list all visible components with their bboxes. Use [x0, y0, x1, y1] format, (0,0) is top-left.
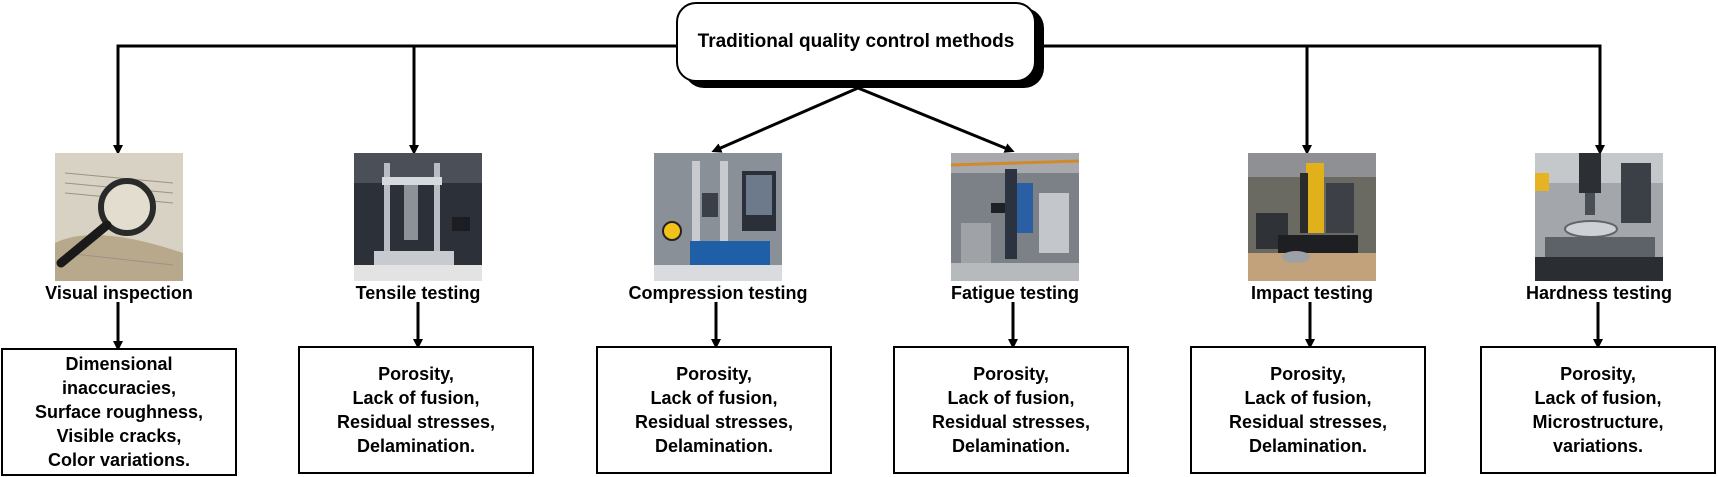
detail-line: Surface roughness,: [34, 402, 204, 422]
detail-line: Residual stresses,: [931, 412, 1091, 432]
detail-line: Porosity,: [973, 364, 1049, 384]
connector-to-compression: [711, 86, 859, 153]
detail-line: Lack of fusion,: [947, 388, 1075, 408]
tensile-testing-image: [354, 153, 482, 281]
detail-box-impact-testing: Porosity, Lack of fusion, Residual stres…: [1190, 346, 1426, 474]
detail-line: Lack of fusion,: [1244, 388, 1372, 408]
detail-line: Lack of fusion,: [352, 388, 480, 408]
connector-left-bus: [113, 44, 676, 155]
method-title: Compression testing: [628, 283, 808, 303]
detail-box-fatigue-testing: Porosity, Lack of fusion, Residual stres…: [893, 346, 1129, 474]
connector-to-fatigue: [857, 86, 1015, 153]
detail-line: Dimensional: [65, 354, 173, 374]
method-node-fatigue-testing: Fatigue testing: [895, 153, 1135, 304]
detail-line: Color variations.: [47, 450, 190, 470]
detail-line: Delamination.: [951, 436, 1071, 456]
method-node-impact-testing: Impact testing: [1192, 153, 1432, 304]
impact-testing-image: [1248, 153, 1376, 281]
method-node-tensile-testing: Tensile testing: [298, 153, 538, 304]
method-title: Tensile testing: [355, 283, 481, 303]
fatigue-testing-image: [951, 153, 1079, 281]
method-title: Hardness testing: [1525, 283, 1673, 303]
detail-line: variations.: [1552, 436, 1644, 456]
detail-line: Residual stresses,: [336, 412, 496, 432]
detail-box-hardness-testing: Porosity, Lack of fusion, Microstructure…: [1480, 346, 1716, 474]
detail-line: Lack of fusion,: [650, 388, 778, 408]
root-label: Traditional quality control methods: [697, 31, 1015, 52]
detail-line: Porosity,: [676, 364, 752, 384]
detail-box-tensile-testing: Porosity, Lack of fusion, Residual stres…: [298, 346, 534, 474]
detail-line: Lack of fusion,: [1534, 388, 1662, 408]
compression-testing-image: [654, 153, 782, 281]
detail-line: Residual stresses,: [634, 412, 794, 432]
detail-line: Porosity,: [1560, 364, 1636, 384]
method-node-hardness-testing: Hardness testing: [1479, 153, 1718, 304]
detail-line: inaccuracies,: [61, 378, 177, 398]
detail-line: Microstructure,: [1532, 412, 1664, 432]
method-node-visual-inspection: Visual inspection: [0, 153, 239, 304]
detail-line: Delamination.: [1248, 436, 1368, 456]
detail-line: Delamination.: [356, 436, 476, 456]
detail-line: Porosity,: [378, 364, 454, 384]
detail-line: Residual stresses,: [1228, 412, 1388, 432]
method-title: Fatigue testing: [950, 283, 1079, 303]
method-title: Impact testing: [1250, 283, 1374, 303]
detail-line: Porosity,: [1270, 364, 1346, 384]
detail-box-visual-inspection: Dimensional inaccuracies, Surface roughn…: [1, 348, 237, 476]
connector-right-bus: [1036, 44, 1605, 155]
hardness-testing-image: [1535, 153, 1663, 281]
visual-inspection-image: [55, 153, 183, 281]
detail-line: Visible cracks,: [56, 426, 182, 446]
method-node-compression-testing: Compression testing: [598, 153, 838, 304]
root-node: Traditional quality control methods: [676, 2, 1036, 82]
detail-box-compression-testing: Porosity, Lack of fusion, Residual stres…: [596, 346, 832, 474]
method-title: Visual inspection: [45, 283, 193, 303]
detail-line: Delamination.: [654, 436, 774, 456]
